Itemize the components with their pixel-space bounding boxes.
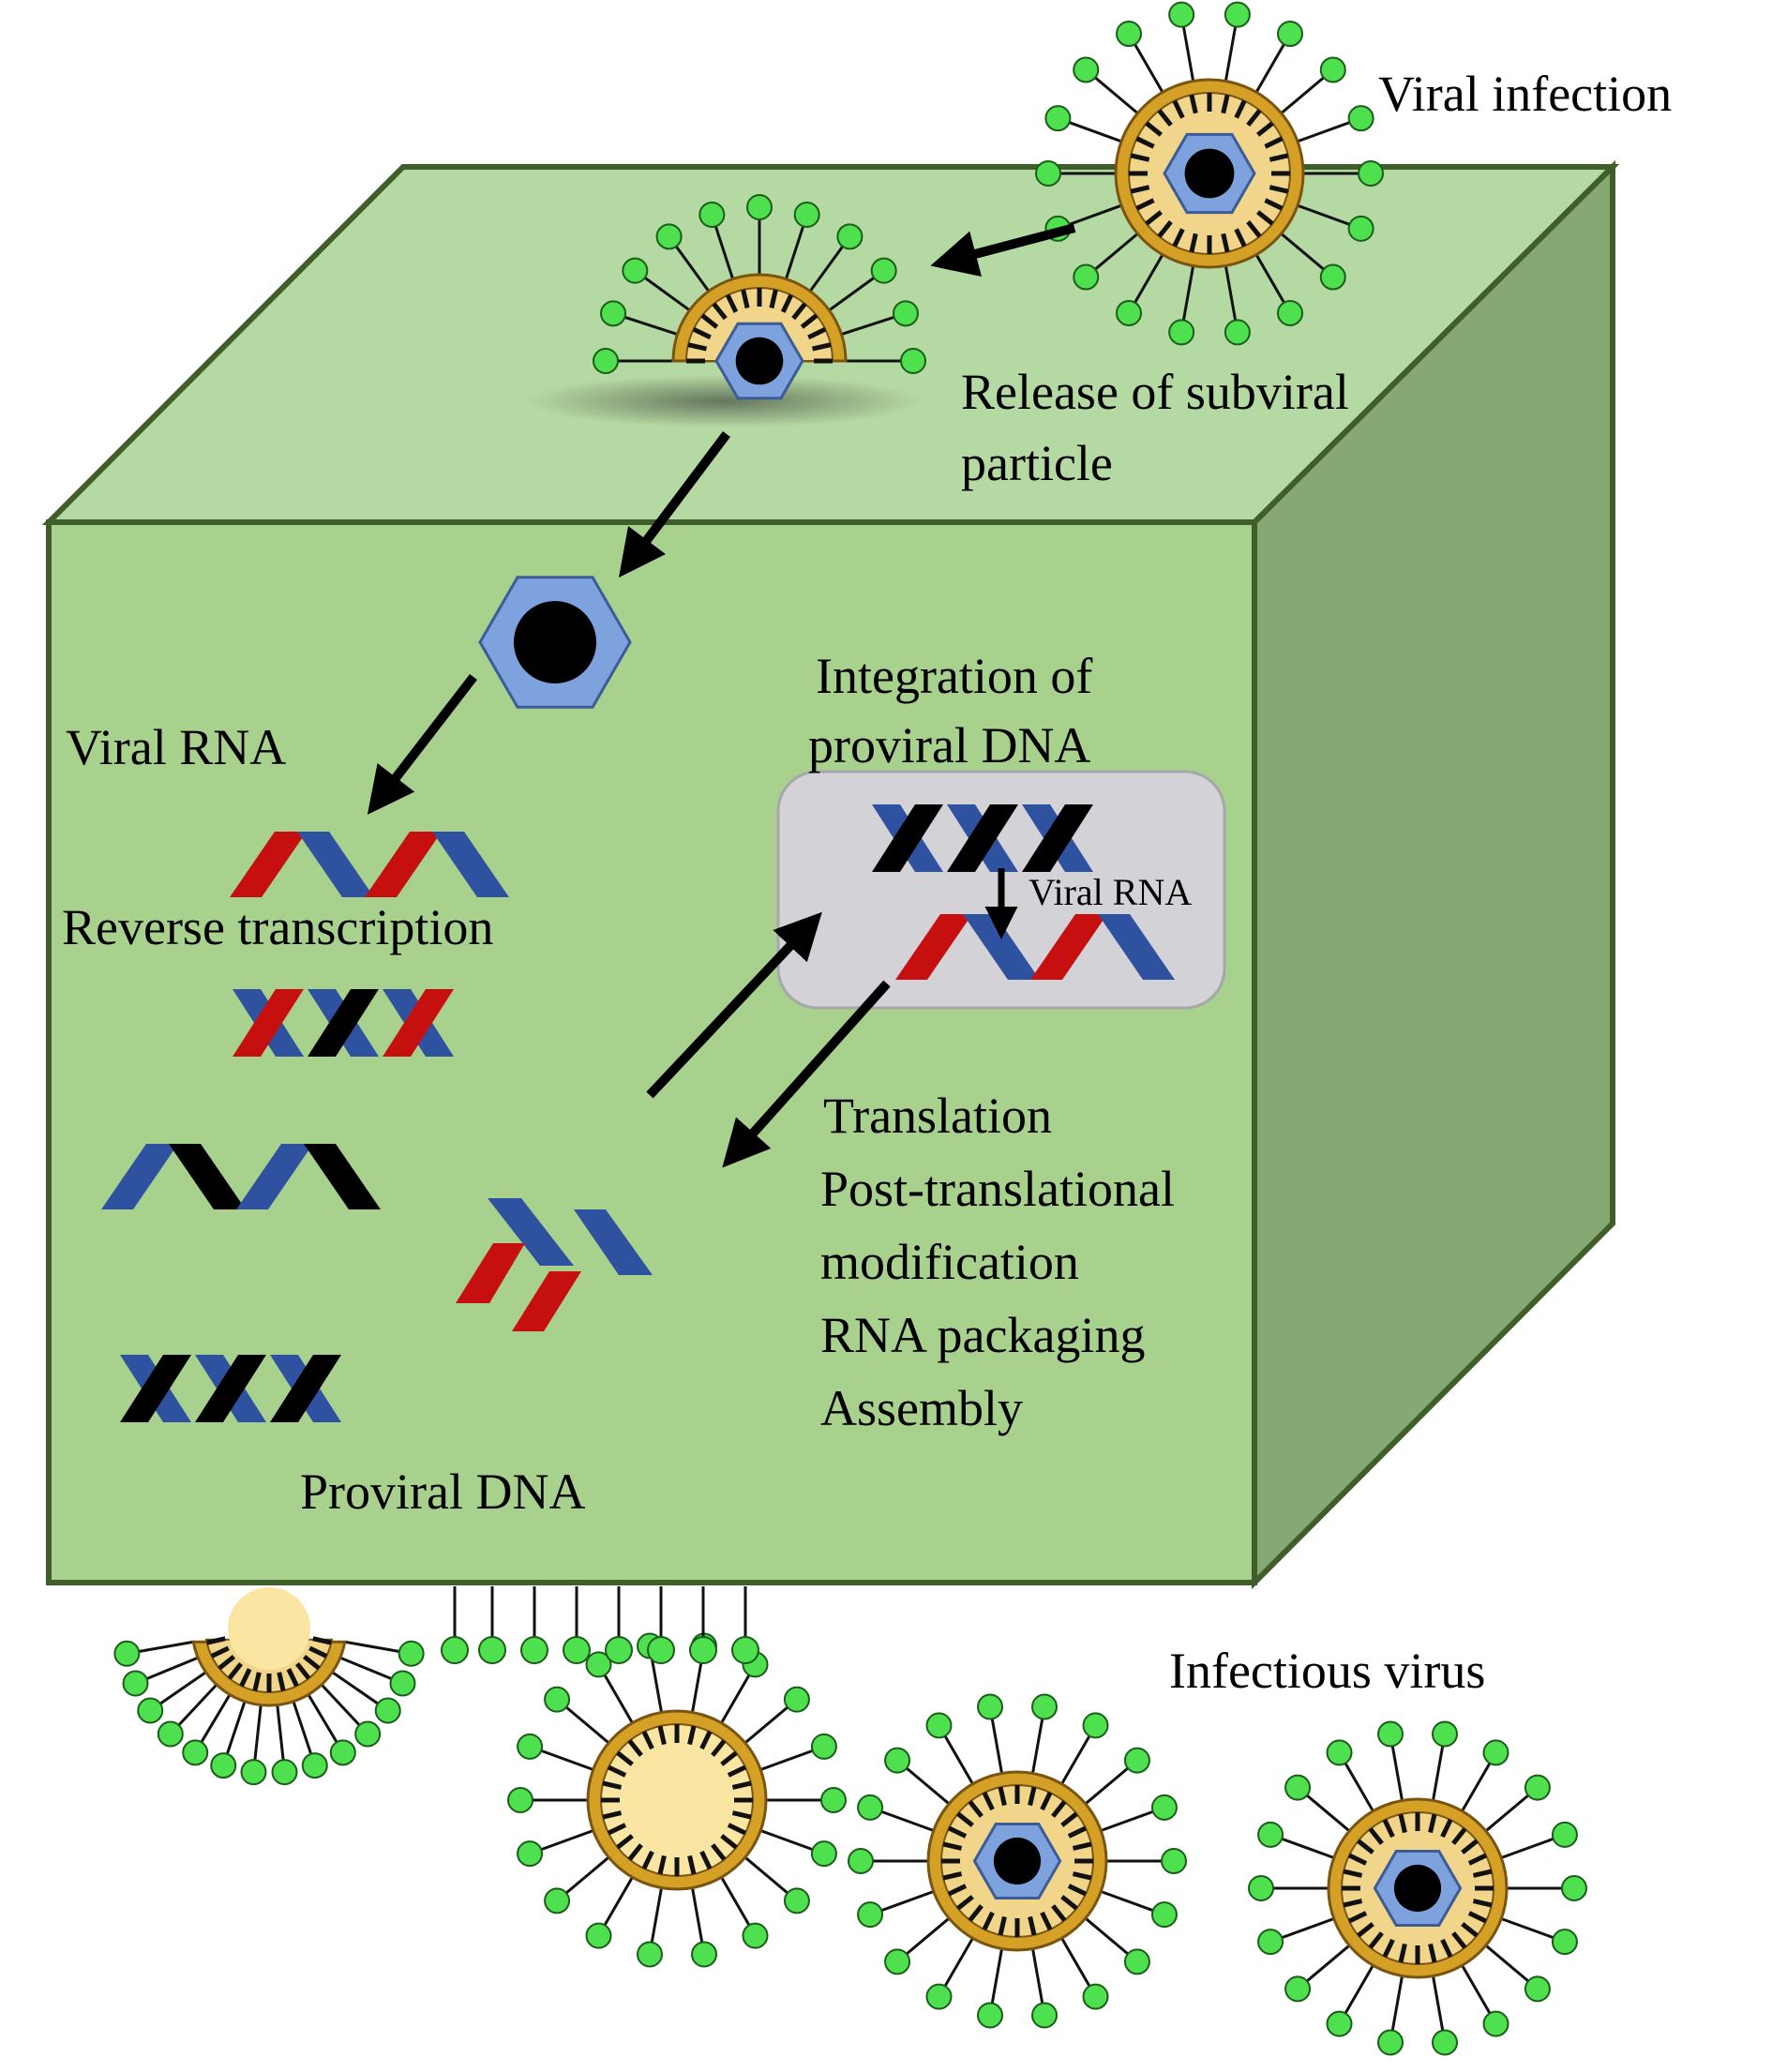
arrow-icon [722,980,891,1168]
ribbon-segment [947,804,1018,872]
ribbon-segment [1098,914,1175,980]
arrow-icon [646,911,822,1099]
virus-particle-icon [507,1632,847,1968]
arrow-icon [618,430,730,578]
ribbon-segment [195,1355,266,1422]
ribbon-segment [101,1144,178,1209]
budding-spikes [441,1586,759,1664]
labels: Viral infection Release of subviral part… [62,66,1672,1699]
label-viral-rna-nucleus: Viral RNA [1029,871,1192,913]
ribbon-segment [432,832,509,897]
virus-particles [113,1,1587,2056]
membrane-entry-shadow [527,375,921,428]
label-proviral-dna: Proviral DNA [300,1464,585,1520]
virus-particle-icon [1035,1,1384,346]
ribbon-segment [1030,914,1107,980]
ribbon-segment [383,989,454,1057]
label-translation: Translation [823,1088,1052,1144]
ribbon-segment [365,832,442,897]
ribbon-segment [456,1243,525,1303]
label-integration-line1: Integration of [816,648,1092,704]
dna-double-helix-icon [120,1355,341,1422]
ribbon-segment [1022,804,1093,872]
nucleic-acid-strands [101,804,1175,1422]
ribbon-segment [233,989,304,1057]
ribbon-segment [270,1355,341,1422]
virus-particle-icon [113,1587,425,1786]
capsid-icon [714,322,804,400]
subviral-capsid-icon [478,576,632,709]
label-integration-line2: proviral DNA [808,717,1090,773]
label-viral-infection: Viral infection [1378,66,1672,122]
rna-strand-icon [230,832,509,897]
capsid-icon [1163,132,1256,215]
arrow-icon [930,223,1076,277]
label-viral-rna: Viral RNA [66,719,286,775]
process-arrows [367,223,1076,1168]
ribbon-segment [895,914,972,980]
capsid-icon [1373,1850,1463,1927]
arrow-icon [367,673,477,815]
ribbon-segment [120,1355,191,1422]
label-infectious-virus: Infectious virus [1169,1643,1485,1699]
ribbon-segment [308,989,379,1057]
rna-strand-icon [456,1198,653,1331]
rna-strand-icon [101,1144,381,1209]
label-modification: modification [820,1234,1079,1290]
virus-particle-icon [593,194,926,400]
ribbon-segment [230,832,307,897]
capsid-icon [972,1823,1062,1899]
label-assembly: Assembly [820,1380,1023,1436]
label-reverse-transcription: Reverse transcription [62,899,493,955]
label-release-line1: Release of subviral [961,364,1349,420]
dna-double-helix-icon [233,989,454,1057]
ribbon-segment [304,1144,381,1209]
ribbon-segment [574,1209,653,1275]
label-rna-packaging: RNA packaging [820,1307,1145,1363]
virus-particle-icon [1248,1720,1587,2056]
ribbon-segment [236,1144,313,1209]
ribbon-segment [512,1271,581,1331]
ribbon-segment [963,914,1040,980]
label-release-line2: particle [961,435,1113,491]
label-post-translational: Post-translational [820,1161,1175,1217]
ribbon-segment [488,1198,574,1266]
virus-particle-icon [848,1693,1187,2029]
ribbon-segment [169,1144,246,1209]
rna-strand-icon [895,914,1175,980]
ribbon-segment [297,832,374,897]
ribbon-segment [872,804,943,872]
dna-double-helix-icon [872,804,1093,872]
